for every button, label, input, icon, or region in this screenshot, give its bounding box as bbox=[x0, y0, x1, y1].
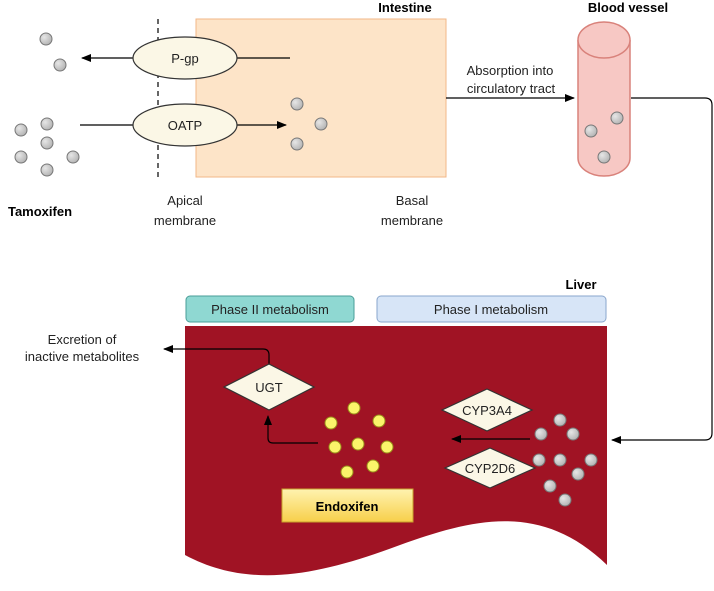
blood-vessel-label: Blood vessel bbox=[588, 0, 668, 15]
blood-vessel-body bbox=[577, 40, 631, 177]
endoxifen-label: Endoxifen bbox=[316, 499, 379, 514]
absorbed-molecules bbox=[290, 97, 328, 151]
excretion-arrow bbox=[163, 345, 270, 366]
blood-vessel-top bbox=[577, 21, 631, 59]
cyp2d6-enzyme bbox=[443, 447, 537, 489]
excretion-label-line1: Excretion of bbox=[48, 332, 117, 347]
basal-label-line2: membrane bbox=[381, 213, 443, 228]
vessel-to-liver-connector bbox=[611, 97, 713, 444]
blood-molecules bbox=[584, 111, 624, 164]
oatp-transporter bbox=[132, 103, 238, 147]
ugt-enzyme bbox=[222, 363, 316, 411]
tamoxifen-label: Tamoxifen bbox=[8, 204, 72, 219]
endoxifen-to-ugt-arrow bbox=[264, 415, 318, 444]
pgp-label: P-gp bbox=[171, 51, 198, 66]
liver-label: Liver bbox=[565, 277, 596, 292]
intestine-label: Intestine bbox=[378, 0, 431, 15]
phase2-box bbox=[185, 295, 355, 323]
endoxifen-molecules bbox=[324, 401, 394, 479]
absorption-label-line2: circulatory tract bbox=[467, 81, 556, 96]
cyp2d6-label: CYP2D6 bbox=[465, 461, 516, 476]
ugt-label: UGT bbox=[255, 380, 283, 395]
oatp-label: OATP bbox=[168, 118, 202, 133]
tamoxifen-molecules bbox=[14, 117, 80, 177]
absorption-label-line1: Absorption into bbox=[467, 63, 554, 78]
cyp3a4-label: CYP3A4 bbox=[462, 403, 512, 418]
phase2-label: Phase II metabolism bbox=[211, 302, 329, 317]
basal-label-line1: Basal bbox=[396, 193, 429, 208]
pgp-transporter bbox=[132, 36, 238, 80]
apical-label-line2: membrane bbox=[154, 213, 216, 228]
cyp3a4-enzyme bbox=[440, 388, 534, 432]
liver-tamoxifen-molecules bbox=[532, 413, 598, 507]
intestine-box bbox=[195, 18, 447, 178]
excretion-label-line2: inactive metabolites bbox=[25, 349, 140, 364]
apical-label-line1: Apical bbox=[167, 193, 203, 208]
endoxifen-box bbox=[281, 488, 414, 523]
phase1-label: Phase I metabolism bbox=[434, 302, 548, 317]
phase1-box bbox=[376, 295, 607, 323]
liver-region bbox=[185, 326, 607, 576]
effluxed-molecules bbox=[39, 32, 67, 72]
